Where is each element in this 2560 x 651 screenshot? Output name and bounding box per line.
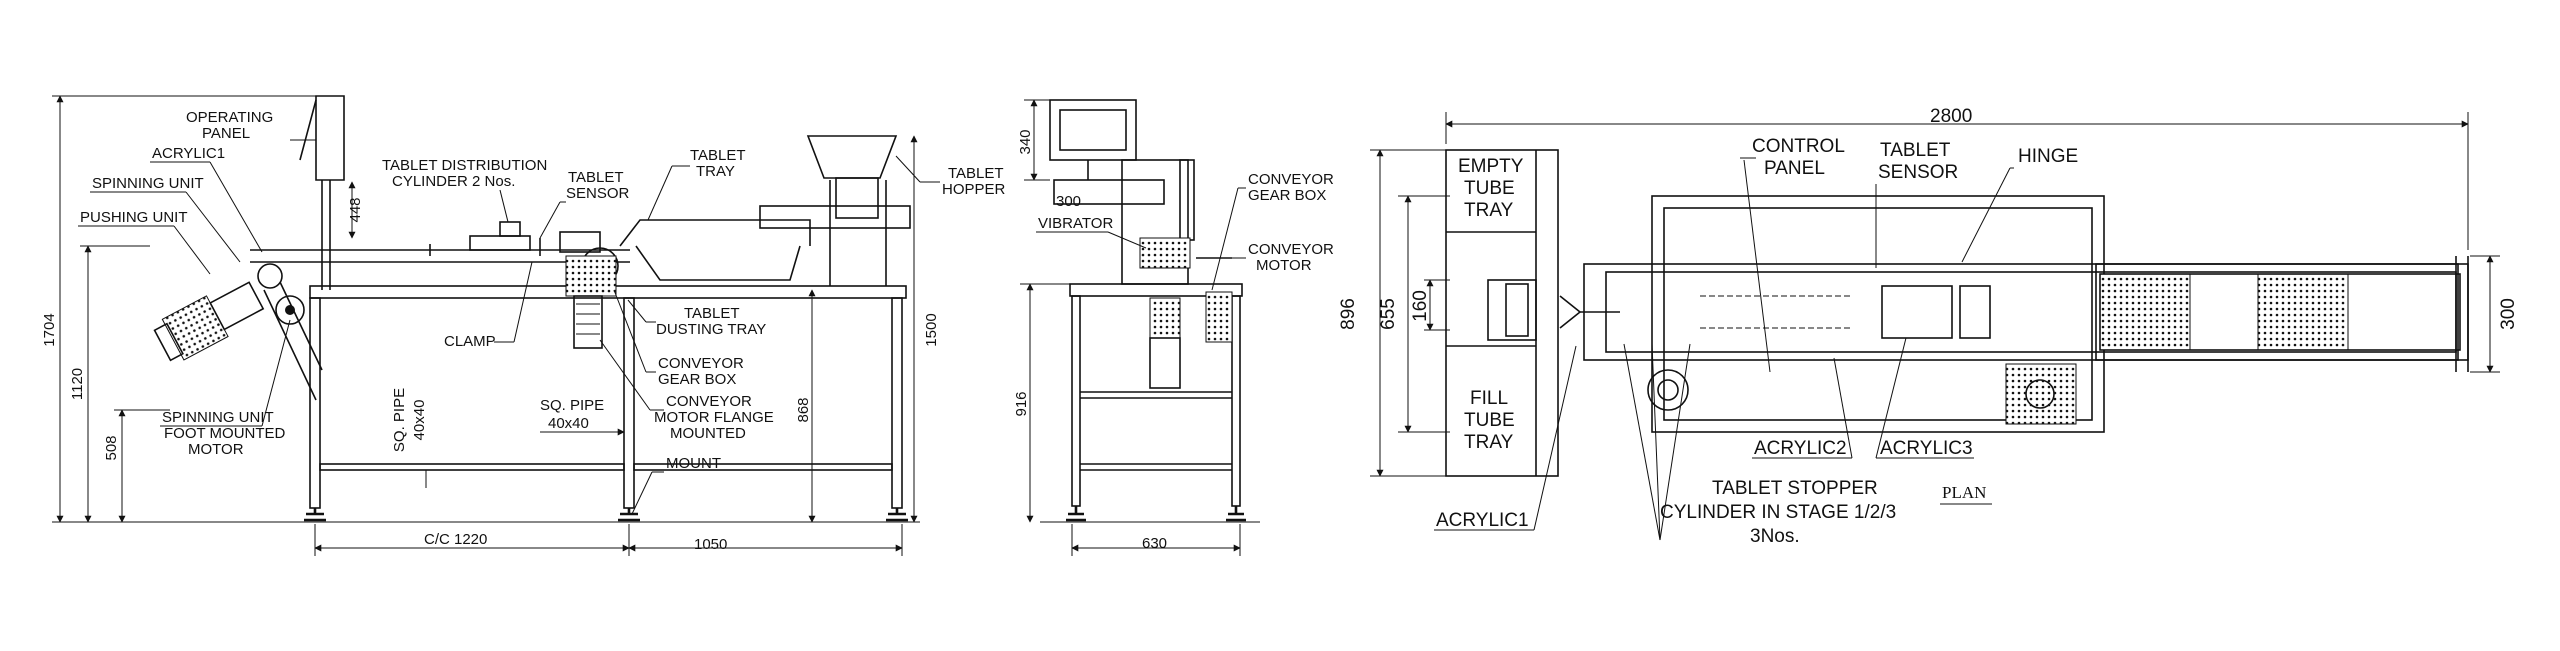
label-spinning-unit-foot-3: MOTOR [188, 441, 244, 458]
dim-160: 160 [1410, 290, 1431, 322]
label-sq-pipe-vertical-2: 40x40 [411, 400, 428, 441]
label-tablet-dusting-tray-2: DUSTING TRAY [656, 321, 766, 338]
dim-868: 868 [795, 397, 812, 422]
end-view: 340 300 916 630 VIBRATOR [1013, 99, 1334, 556]
label-hinge: HINGE [2018, 146, 2078, 167]
label-sq-pipe-horizontal-2: 40x40 [548, 415, 589, 432]
dim-508: 508 [103, 435, 120, 460]
dim-1500: 1500 [923, 313, 940, 346]
label-clamp: CLAMP [444, 333, 496, 350]
label-tablet-distribution-1: TABLET DISTRIBUTION [382, 157, 547, 174]
label-fill-tube-tray-3: TRAY [1464, 432, 1514, 453]
label-conveyor-motor-flange-2: MOTOR FLANGE [654, 409, 774, 426]
dim-340: 340 [1017, 129, 1034, 154]
label-pushing-unit: PUSHING UNIT [80, 209, 188, 226]
side-view: 1704 1120 508 448 [41, 95, 1006, 556]
dim-916: 916 [1013, 391, 1030, 416]
label-tablet-distribution-2: CYLINDER 2 Nos. [392, 173, 515, 190]
dim-cc-1220: C/C 1220 [424, 531, 487, 548]
label-sq-pipe-vertical-1: SQ. PIPE [391, 388, 408, 452]
label-control-panel-2: PANEL [1764, 158, 1825, 179]
dim-630: 630 [1142, 535, 1167, 552]
label-spinning-unit-foot-1: SPINNING UNIT [162, 409, 274, 426]
label-spinning-unit: SPINNING UNIT [92, 175, 204, 192]
label-tablet-stopper-3: 3Nos. [1750, 526, 1800, 547]
label-acrylic3: ACRYLIC3 [1880, 438, 1973, 459]
label-control-panel-1: CONTROL [1752, 136, 1845, 157]
label-conveyor-motor-flange-3: MOUNTED [670, 425, 746, 442]
label-acrylic1: ACRYLIC1 [152, 145, 225, 162]
label-tablet-stopper-1: TABLET STOPPER [1712, 478, 1878, 499]
label-plan-acrylic1: ACRYLIC1 [1436, 510, 1529, 531]
label-plan-tablet-sensor-1: TABLET [1880, 140, 1951, 161]
label-tablet-tray-2: TRAY [696, 163, 735, 180]
label-sq-pipe-horizontal-1: SQ. PIPE [540, 397, 604, 414]
label-end-gear-box-1: CONVEYOR [1248, 171, 1334, 188]
label-tablet-stopper-2: CYLINDER IN STAGE 1/2/3 [1660, 502, 1896, 523]
dim-plan-300: 300 [2498, 298, 2519, 330]
label-operating-panel-1: OPERATING [186, 109, 273, 126]
label-conveyor-gear-box-2: GEAR BOX [658, 371, 736, 388]
label-empty-tube-tray-1: EMPTY [1458, 156, 1524, 177]
label-tablet-hopper-2: HOPPER [942, 181, 1006, 198]
label-fill-tube-tray-2: TUBE [1464, 410, 1515, 431]
label-conveyor-motor-flange-1: CONVEYOR [666, 393, 752, 410]
dim-448: 448 [347, 197, 364, 222]
dim-896: 896 [1338, 298, 1359, 330]
label-acrylic2: ACRYLIC2 [1754, 438, 1847, 459]
label-fill-tube-tray-1: FILL [1470, 388, 1508, 409]
label-spinning-unit-foot-2: FOOT MOUNTED [164, 425, 286, 442]
label-tablet-hopper-1: TABLET [948, 165, 1004, 182]
label-end-gear-box-2: GEAR BOX [1248, 187, 1326, 204]
label-plan: PLAN [1942, 483, 1986, 502]
label-mount: MOUNT [666, 455, 721, 472]
label-tablet-sensor-1: TABLET [568, 169, 624, 186]
label-conveyor-gear-box-1: CONVEYOR [658, 355, 744, 372]
label-operating-panel-2: PANEL [202, 125, 250, 142]
dim-655: 655 [1378, 298, 1399, 330]
dim-2800: 2800 [1930, 106, 1972, 127]
dim-end-300: 300 [1056, 193, 1081, 210]
plan-view: 2800 896 655 160 EMPTY TUBE TRAY FILL TU… [1338, 106, 2519, 547]
label-empty-tube-tray-2: TUBE [1464, 178, 1515, 199]
label-vibrator: VIBRATOR [1038, 215, 1113, 232]
dim-1050: 1050 [694, 536, 727, 553]
dim-1120: 1120 [69, 368, 86, 400]
label-end-conveyor-motor-1: CONVEYOR [1248, 241, 1334, 258]
label-tablet-dusting-tray-1: TABLET [684, 305, 740, 322]
label-tablet-sensor-2: SENSOR [566, 185, 630, 202]
label-plan-tablet-sensor-2: SENSOR [1878, 162, 1958, 183]
label-empty-tube-tray-3: TRAY [1464, 200, 1514, 221]
label-tablet-tray-1: TABLET [690, 147, 746, 164]
label-end-conveyor-motor-2: MOTOR [1256, 257, 1312, 274]
dim-overall-height: 1704 [41, 313, 58, 346]
